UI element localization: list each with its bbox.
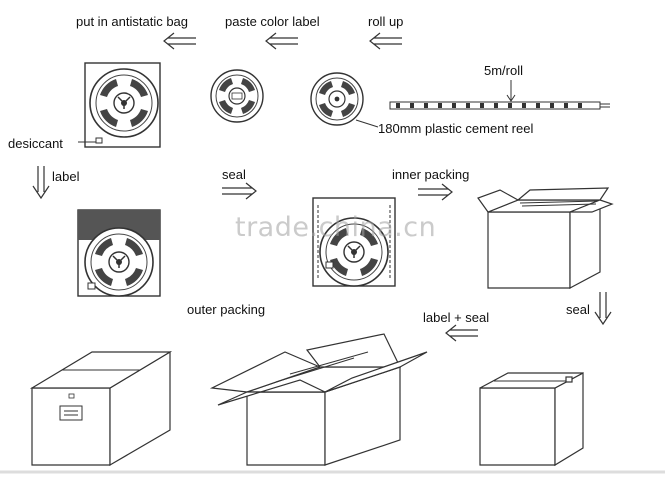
sealed-inner-box — [479, 371, 584, 467]
antistatic-bag — [78, 62, 161, 148]
arrow-left-icon — [163, 32, 402, 50]
led-strip — [389, 80, 610, 110]
desiccant-label: desiccant — [8, 136, 63, 151]
step-inner-packing: inner packing — [392, 167, 470, 182]
reel-label: 180mm plastic cement reel — [378, 121, 534, 136]
step-seal: seal — [222, 167, 246, 182]
step-roll-up: roll up — [368, 14, 404, 29]
step-seal-2: seal — [566, 302, 590, 317]
arrow-down-icon — [32, 166, 50, 200]
labeled-bag — [77, 209, 161, 297]
outer-box-sealed — [29, 350, 173, 467]
arrow-down-icon — [594, 292, 612, 326]
step-antistatic-bag: put in antistatic bag — [76, 14, 189, 29]
arrow-left-icon — [445, 324, 478, 342]
step-paste-label: paste color label — [225, 14, 320, 29]
arrow-right-icon — [222, 182, 453, 201]
inner-box — [477, 187, 614, 289]
strip-length-label: 5m/roll — [484, 63, 524, 78]
labeled-reel — [210, 69, 264, 123]
step-label: label — [52, 169, 80, 184]
step-outer-packing: outer packing — [187, 302, 266, 317]
outer-box-open — [209, 333, 428, 466]
plastic-reel — [310, 72, 379, 128]
watermark: trade.china.cn — [235, 212, 437, 243]
step-label-seal: label + seal — [423, 310, 490, 325]
sealed-bag — [312, 197, 396, 287]
